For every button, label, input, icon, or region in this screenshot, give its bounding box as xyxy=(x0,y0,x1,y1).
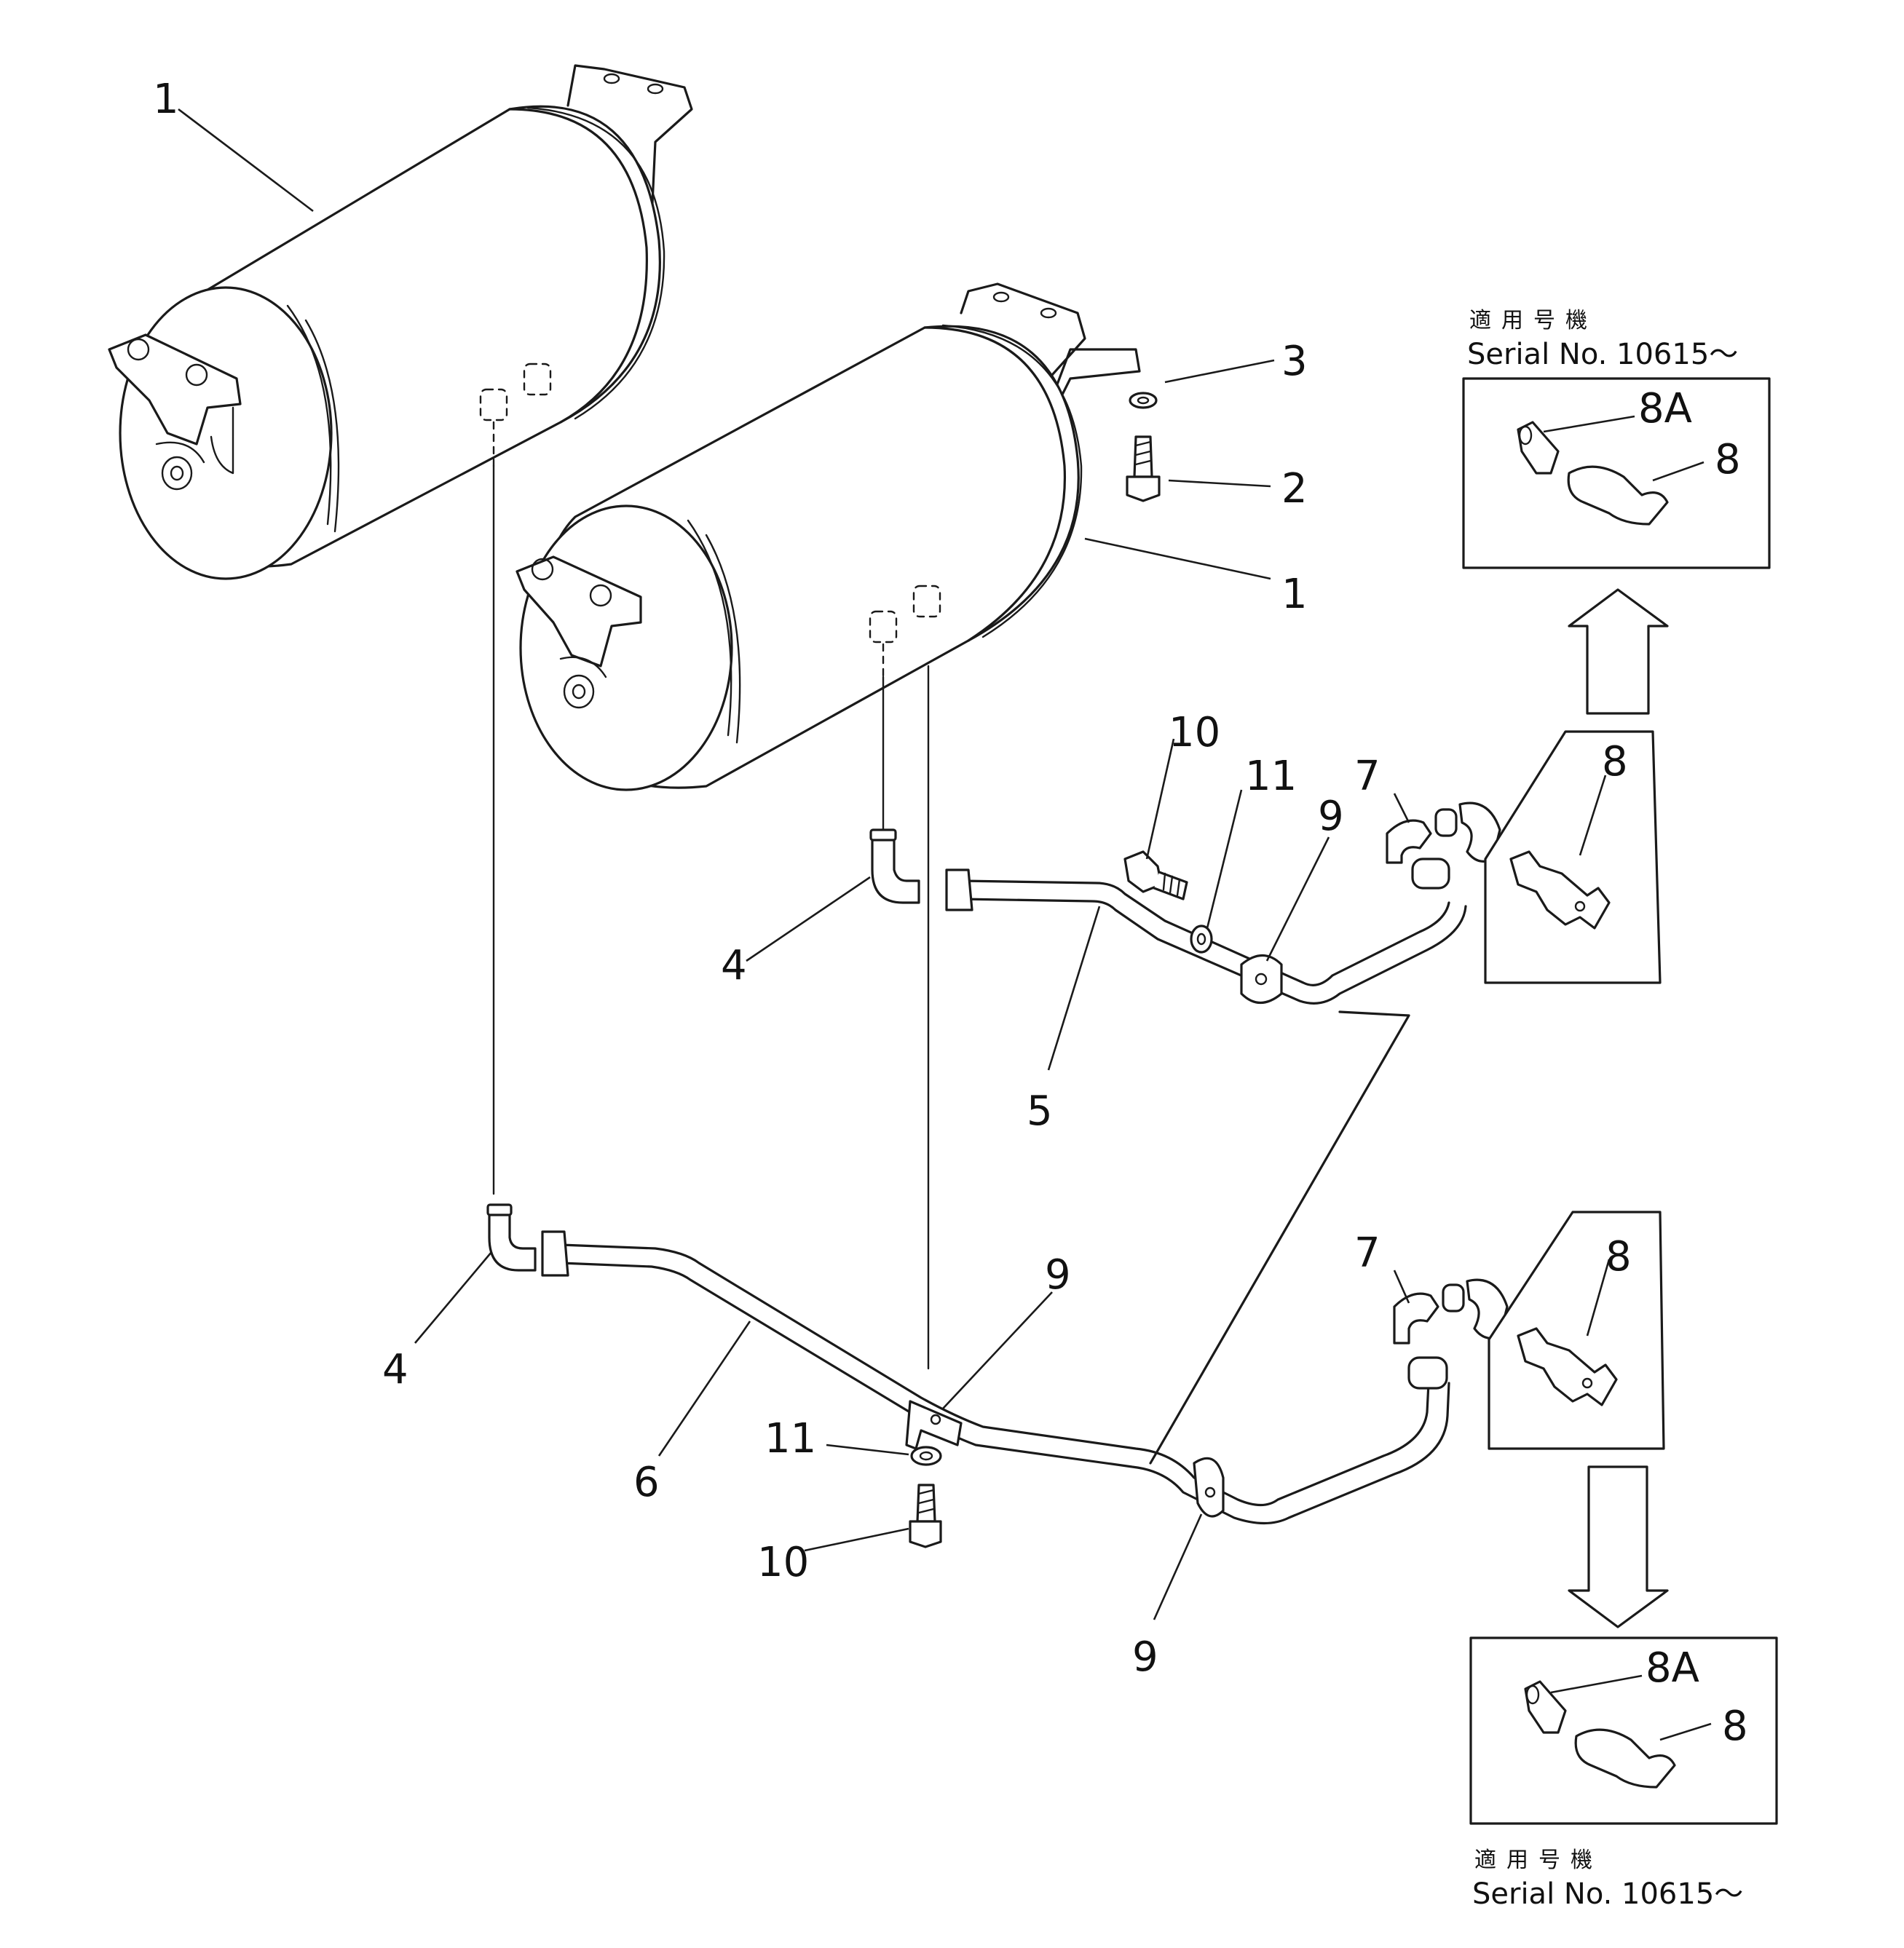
valve-panel-upper xyxy=(1484,730,1662,984)
inset-top-jp-label: 適用号機 xyxy=(1469,308,1597,333)
inset-top-8: 8 xyxy=(1715,436,1741,483)
pipe-5 xyxy=(945,858,1467,1005)
inset-top-valve-8a xyxy=(1517,421,1560,475)
inset-bottom-8: 8 xyxy=(1722,1703,1748,1750)
callout-washer-3: 3 xyxy=(1281,338,1308,385)
callout-washer-11-lower: 11 xyxy=(765,1415,816,1462)
support-plate xyxy=(1149,1010,1410,1465)
callout-numbers: 1 3 2 1 4 4 5 6 7 7 8 8 9 9 9 10 10 11 1… xyxy=(153,76,1632,1681)
bolt-10-lower xyxy=(909,1484,942,1548)
clamp-9-upper xyxy=(1240,954,1283,1004)
inset-box-top xyxy=(1462,377,1771,569)
elbow-4-lower xyxy=(486,1203,537,1272)
callout-clamp-9-middle: 9 xyxy=(1045,1251,1071,1299)
callout-valve-7-lower: 7 xyxy=(1354,1230,1380,1277)
leader-lines xyxy=(178,108,1712,1741)
clamp-9-lower xyxy=(1193,1457,1225,1518)
callout-clamp-9-upper: 9 xyxy=(1318,793,1344,840)
air-tank-left xyxy=(108,64,693,580)
callout-washer-11-upper: 11 xyxy=(1245,753,1297,800)
inset-top-8a: 8A xyxy=(1638,385,1692,432)
tank-right-port-plugs xyxy=(869,585,941,644)
callout-pipe-5: 5 xyxy=(1027,1088,1053,1135)
inset-top-valve-8 xyxy=(1567,465,1669,526)
valve-7-upper xyxy=(1386,801,1501,864)
arrow-up xyxy=(1568,588,1669,715)
callout-valve-7-upper: 7 xyxy=(1354,753,1380,800)
callout-bolt-10-upper: 10 xyxy=(1169,709,1220,756)
inset-bottom-jp-label: 適用号機 xyxy=(1474,1848,1603,1873)
elbow-4-upper xyxy=(869,828,920,904)
washer-11-lower xyxy=(910,1446,942,1466)
valve-8-upper xyxy=(1509,850,1611,930)
callout-clamp-9-lower: 9 xyxy=(1132,1634,1158,1681)
inset-bottom-8a: 8A xyxy=(1646,1644,1699,1692)
callout-tank-upper-left: 1 xyxy=(153,76,179,123)
pipe-6 xyxy=(541,1230,1450,1525)
arrow-down xyxy=(1568,1465,1669,1628)
inset-top-labels: 適用号機 Serial No. 10615～ 8A 8 xyxy=(1467,308,1741,483)
callout-elbow-upper: 4 xyxy=(721,942,747,989)
valve-panel-lower xyxy=(1488,1211,1665,1450)
callout-bolt-2: 2 xyxy=(1281,465,1308,512)
callout-pipe-6: 6 xyxy=(633,1459,660,1506)
inset-bottom-valve-8a xyxy=(1524,1680,1567,1734)
washer-11-upper xyxy=(1190,924,1213,954)
inset-top-serial-label: Serial No. 10615～ xyxy=(1467,338,1738,371)
valve-7-lower xyxy=(1393,1278,1509,1345)
callout-valve-8-upper: 8 xyxy=(1602,738,1628,785)
assembly-centerlines xyxy=(492,421,930,1370)
clamp-9-middle xyxy=(905,1400,963,1450)
washer-3 xyxy=(1129,392,1158,409)
tank-left-port-plugs xyxy=(479,363,552,421)
callout-tank-right: 1 xyxy=(1281,571,1308,618)
air-tank-right xyxy=(515,282,1141,791)
inset-bottom-serial-label: Serial No. 10615～ xyxy=(1472,1877,1743,1911)
callout-elbow-lower: 4 xyxy=(382,1346,408,1393)
bolt-10-upper xyxy=(1123,850,1188,900)
bolt-2 xyxy=(1126,435,1161,502)
callout-bolt-10-lower: 10 xyxy=(757,1539,809,1586)
inset-bottom-labels: 8A 8 適用号機 Serial No. 10615～ xyxy=(1472,1644,1748,1911)
callout-valve-8-lower: 8 xyxy=(1605,1233,1632,1280)
inset-box-bottom xyxy=(1469,1636,1778,1825)
valve-8-lower xyxy=(1517,1327,1618,1406)
inset-bottom-valve-8 xyxy=(1574,1728,1676,1789)
